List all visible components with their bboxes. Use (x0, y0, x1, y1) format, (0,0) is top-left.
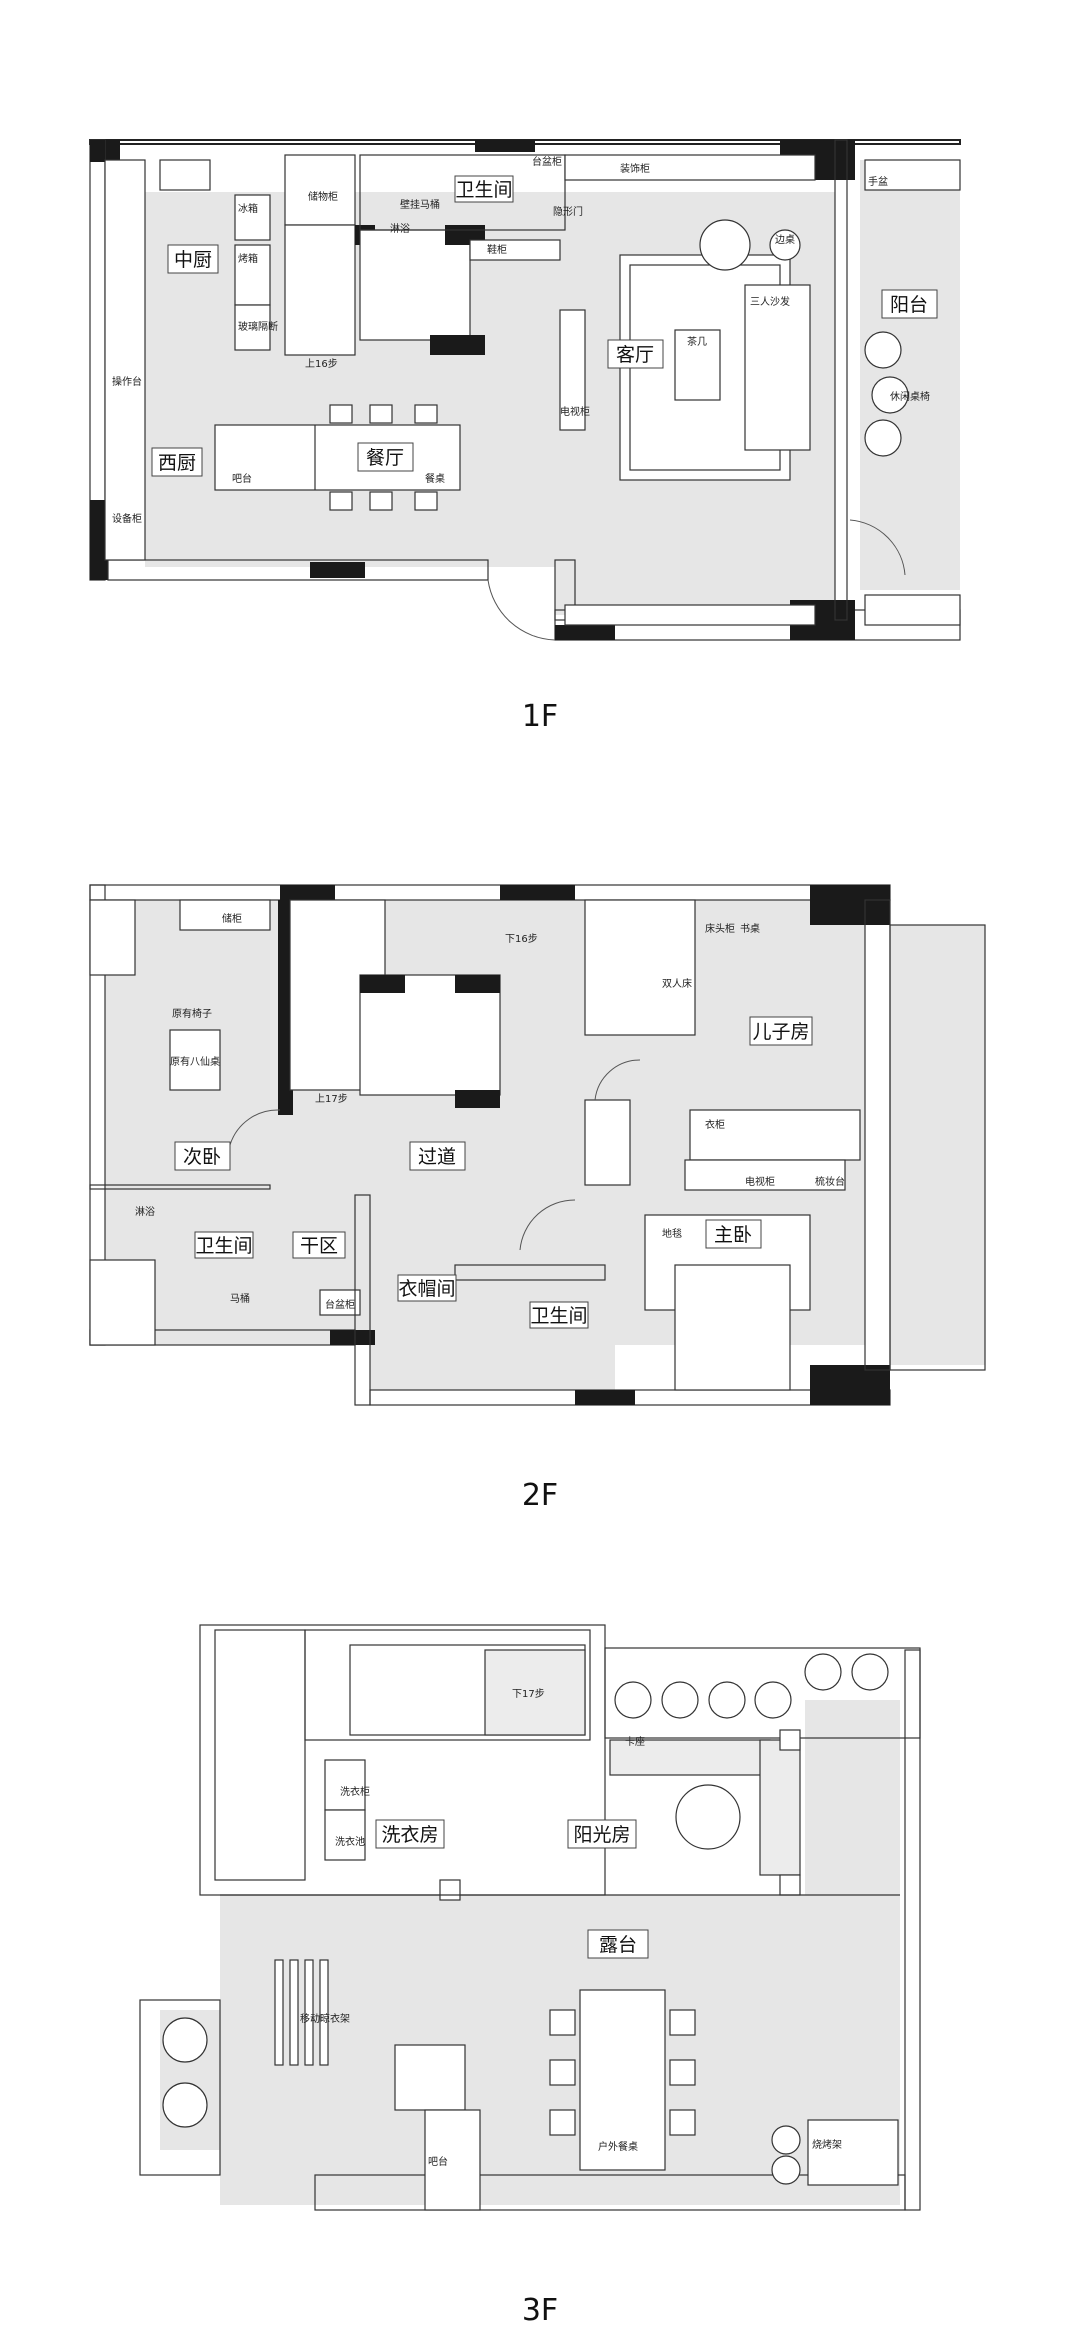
note-1f-16: 操作台 (112, 375, 142, 388)
room-label-2f-4: 干区 (292, 1231, 346, 1259)
note-1f-12: 隐形门 (553, 205, 583, 218)
note-1f-13: 台盆柜 (532, 155, 562, 168)
note-2f-9: 台盆柜 (325, 1298, 355, 1311)
svg-text:衣帽间: 衣帽间 (398, 1278, 455, 1300)
note-1f-9: 三人沙发 (750, 295, 790, 308)
floor-label-2f: 2F (522, 1478, 558, 1513)
note-1f-10: 边桌 (775, 233, 795, 246)
svg-text:卫生间: 卫生间 (195, 1235, 252, 1257)
svg-text:客厅: 客厅 (616, 344, 654, 366)
plan-2f: 次卧 过道 儿子房 卫生间 干区 衣帽间 卫生间 主卧 (89, 884, 986, 1513)
note-1f-5: 淋浴 (390, 222, 410, 235)
note-2f-14: 原有八仙桌 (170, 1055, 220, 1068)
room-label-3f-1: 阳光房 (567, 1819, 637, 1849)
note-3f-0: 下17步 (512, 1688, 545, 1700)
room-label-2f-1: 过道 (409, 1141, 466, 1171)
note-3f-7: 烧烤架 (812, 2138, 842, 2151)
note-2f-11: 下16步 (505, 933, 538, 945)
svg-text:西厨: 西厨 (158, 452, 196, 474)
note-2f-8: 马桶 (230, 1292, 250, 1305)
note-1f-17: 设备柜 (112, 512, 142, 525)
note-3f-1: 洗衣柜 (340, 1785, 370, 1798)
room-label-3f-2: 露台 (587, 1929, 649, 1959)
note-1f-6: 鞋柜 (487, 243, 507, 256)
note-1f-7: 电视柜 (560, 405, 590, 418)
note-1f-1: 储物柜 (308, 190, 338, 203)
floor-label-1f: 1F (522, 699, 558, 734)
note-3f-5: 吧台 (428, 2155, 448, 2168)
note-1f-4: 壁挂马桶 (400, 198, 440, 211)
svg-text:阳光房: 阳光房 (573, 1824, 630, 1846)
note-1f-18: 吧台 (232, 472, 252, 485)
room-label-2f-5: 衣帽间 (397, 1274, 457, 1302)
note-2f-4: 梳妆台 (815, 1175, 845, 1188)
room-label-1f-5: 阳台 (881, 289, 938, 319)
room-label-2f-7: 主卧 (705, 1219, 762, 1249)
svg-text:中厨: 中厨 (174, 249, 212, 271)
note-2f-12: 上17步 (315, 1093, 348, 1105)
note-3f-3: 卡座 (625, 1735, 645, 1748)
room-label-1f-3: 卫生间 (454, 175, 514, 203)
plan-3f: 洗衣房 阳光房 露台 下17步 洗衣柜 洗衣池 卡座 移动晾衣架 吧台 户外餐桌… (139, 1624, 921, 2328)
note-1f-15: 手盆 (868, 175, 888, 188)
floor-label-3f: 3F (522, 2293, 558, 2328)
note-1f-2: 烤箱 (238, 252, 258, 265)
svg-text:干区: 干区 (300, 1235, 338, 1257)
room-label-1f-2: 餐厅 (357, 442, 414, 472)
note-3f-4: 移动晾衣架 (300, 2012, 350, 2025)
room-label-2f-6: 卫生间 (529, 1301, 589, 1329)
note-1f-0: 冰箱 (238, 202, 258, 215)
note-1f-3: 玻璃隔断 (238, 320, 278, 333)
svg-text:餐厅: 餐厅 (366, 447, 404, 469)
room-label-1f-0: 中厨 (167, 244, 219, 274)
note-1f-20: 上16步 (305, 358, 338, 370)
svg-text:次卧: 次卧 (183, 1146, 221, 1168)
note-1f-8: 茶几 (687, 335, 707, 348)
room-label-1f-4: 客厅 (607, 339, 664, 369)
note-2f-13: 原有椅子 (172, 1007, 212, 1020)
note-2f-1: 书桌 (740, 922, 760, 935)
note-2f-6: 衣柜 (705, 1118, 725, 1131)
svg-text:主卧: 主卧 (714, 1224, 752, 1246)
room-label-2f-2: 儿子房 (749, 1016, 813, 1046)
room-label-3f-0: 洗衣房 (375, 1819, 445, 1849)
note-3f-2: 洗衣池 (335, 1835, 365, 1848)
note-1f-11: 装饰柜 (620, 162, 650, 175)
note-2f-10: 地毯 (662, 1227, 682, 1240)
note-2f-0: 储柜 (222, 912, 242, 925)
note-2f-3: 双人床 (662, 977, 692, 990)
svg-text:卫生间: 卫生间 (530, 1305, 587, 1327)
note-3f-6: 户外餐桌 (598, 2140, 638, 2153)
note-1f-19: 餐桌 (425, 472, 445, 485)
room-label-1f-1: 西厨 (151, 447, 203, 477)
svg-text:洗衣房: 洗衣房 (381, 1824, 438, 1846)
svg-text:过道: 过道 (418, 1146, 456, 1168)
note-1f-14: 休闲桌椅 (890, 390, 930, 403)
svg-text:卫生间: 卫生间 (455, 179, 512, 201)
plan-1f: 中厨 西厨 餐厅 卫生间 客厅 阳台 冰箱 储物柜 烤箱 玻璃隔断 壁挂马桶 淋… (89, 139, 961, 734)
svg-text:儿子房: 儿子房 (752, 1021, 809, 1043)
room-label-2f-3: 卫生间 (194, 1231, 254, 1259)
svg-text:露台: 露台 (599, 1934, 637, 1956)
note-2f-2: 床头柜 (705, 922, 735, 935)
note-2f-7: 淋浴 (135, 1205, 155, 1218)
svg-text:阳台: 阳台 (890, 294, 928, 316)
note-2f-5: 电视柜 (745, 1175, 775, 1188)
room-label-2f-0: 次卧 (174, 1141, 231, 1171)
